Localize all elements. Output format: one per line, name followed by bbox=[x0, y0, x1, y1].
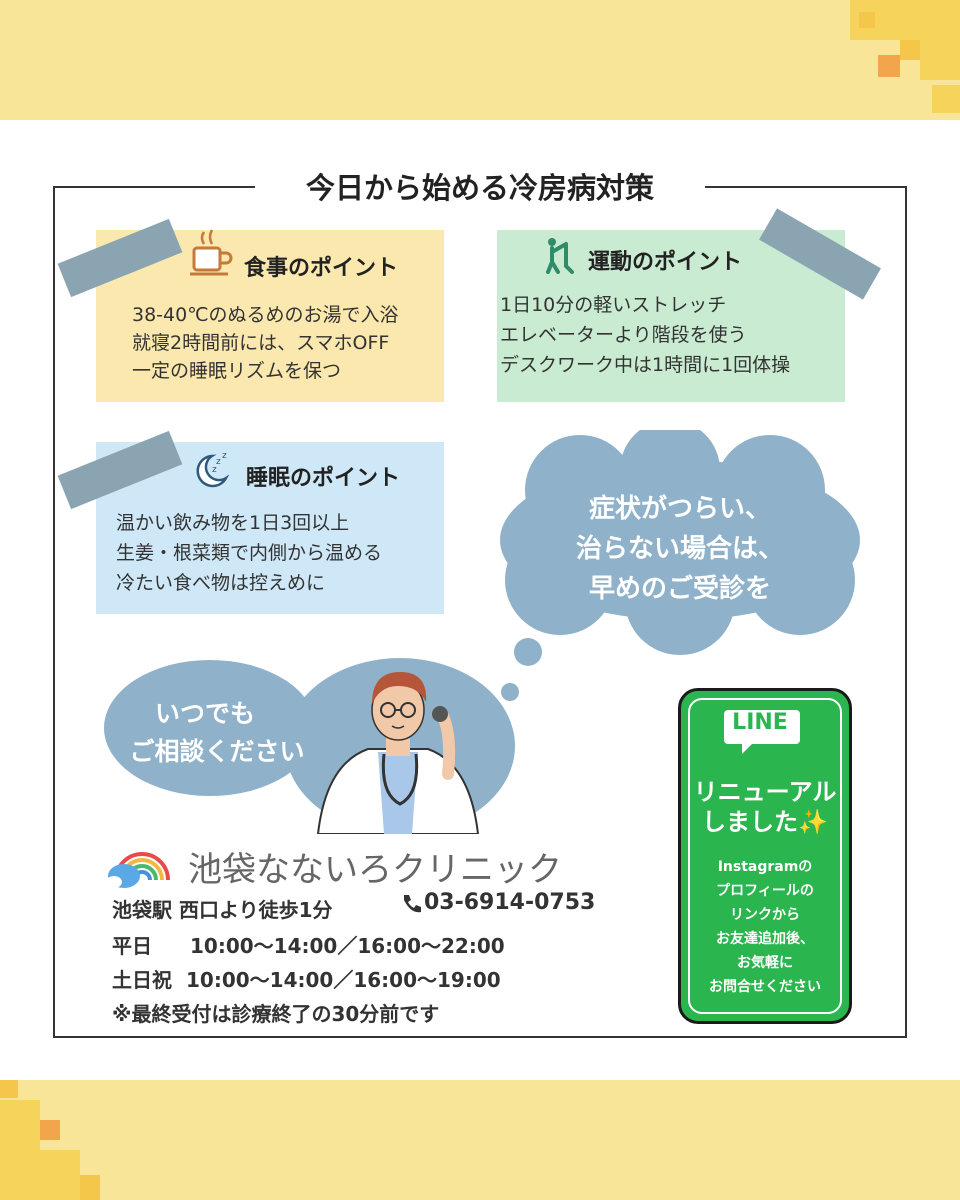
svg-text:z: z bbox=[216, 457, 221, 467]
hours-label: 平日 bbox=[112, 934, 152, 958]
sleep-card-line: 温かい飲み物を1日3回以上 bbox=[116, 512, 350, 534]
meal-card-title: 食事のポイント bbox=[244, 256, 399, 281]
pixel-decor bbox=[0, 1100, 40, 1200]
line-body-line: お気軽に bbox=[737, 955, 793, 971]
pixel-decor bbox=[0, 1080, 18, 1098]
hours-time: 10:00〜14:00／16:00〜22:00 bbox=[190, 934, 505, 958]
meal-card-line: 就寝2時間前には、スマホOFF bbox=[132, 332, 390, 354]
pixel-decor bbox=[80, 1175, 100, 1200]
exercise-card bbox=[497, 230, 845, 402]
exercise-card-line: エレベーターより階段を使う bbox=[500, 324, 747, 346]
exercise-card-line: デスクワーク中は1時間に1回体操 bbox=[500, 354, 791, 376]
exercise-card-line: 1日10分の軽いストレッチ bbox=[500, 294, 727, 316]
pixel-decor bbox=[40, 1150, 80, 1200]
coffee-cup-icon bbox=[190, 229, 233, 276]
pixel-decor bbox=[920, 40, 960, 80]
bottom-decor-band bbox=[0, 1080, 960, 1200]
line-body-line: リンクから bbox=[730, 907, 800, 923]
pixel-decor bbox=[859, 12, 875, 28]
svg-text:z: z bbox=[222, 451, 227, 461]
sleep-card-line: 生姜・根菜類で内側から温める bbox=[116, 542, 383, 564]
moon-zzz-icon: z z z bbox=[196, 451, 230, 488]
reception-note: ※最終受付は診療終了の30分前です bbox=[112, 1002, 440, 1026]
clinic-name: 池袋なないろクリニック bbox=[188, 850, 562, 890]
clinic-phone[interactable]: 03-6914-0753 bbox=[424, 890, 596, 915]
line-phone-screen bbox=[688, 698, 842, 1014]
exercise-card-title: 運動のポイント bbox=[588, 250, 743, 275]
sleep-card-line: 冷たい食べ物は控えめに bbox=[116, 572, 326, 594]
thought-bubble-line: 治らない場合は、 bbox=[575, 534, 784, 564]
consult-bubble-line: いつでも bbox=[154, 699, 255, 728]
line-body-line: お友達追加後、 bbox=[716, 931, 814, 947]
line-logo-text: LINE bbox=[732, 710, 788, 735]
line-headline: しました✨ bbox=[702, 808, 828, 836]
line-body-line: Instagramの bbox=[717, 859, 813, 875]
phone-icon bbox=[404, 895, 421, 913]
line-headline: リニューアル bbox=[693, 778, 837, 806]
svg-text:z: z bbox=[212, 465, 217, 475]
hours-label: 土日祝 bbox=[112, 968, 172, 992]
line-logo bbox=[724, 710, 800, 754]
consult-bubble-line: ご相談ください bbox=[129, 737, 305, 766]
meal-card-line: 一定の睡眠リズムを保つ bbox=[132, 360, 342, 382]
line-body-line: お問合せください bbox=[709, 979, 821, 995]
pixel-decor bbox=[932, 85, 960, 113]
sleep-card-title: 睡眠のポイント bbox=[246, 466, 401, 491]
doctor-illustration bbox=[316, 672, 480, 834]
hours-time: 10:00〜14:00／16:00〜19:00 bbox=[186, 968, 501, 992]
clinic-access: 池袋駅 西口より徒歩1分 bbox=[112, 898, 333, 922]
pixel-decor bbox=[40, 1120, 60, 1140]
pixel-decor bbox=[900, 40, 920, 60]
line-body-line: プロフィールの bbox=[716, 883, 814, 899]
top-decor-band bbox=[0, 0, 960, 120]
pixel-decor bbox=[878, 55, 900, 77]
meal-card-line: 38-40℃のぬるめのお湯で入浴 bbox=[132, 304, 399, 326]
rainbow-cloud-logo bbox=[108, 852, 170, 888]
page-title: 今日から始める冷房病対策 bbox=[255, 166, 705, 210]
thought-bubble-line: 早めのご受診を bbox=[588, 574, 771, 604]
stretching-person-icon bbox=[546, 238, 574, 274]
thought-bubble bbox=[500, 430, 860, 701]
thought-bubble-line: 症状がつらい、 bbox=[588, 494, 771, 524]
